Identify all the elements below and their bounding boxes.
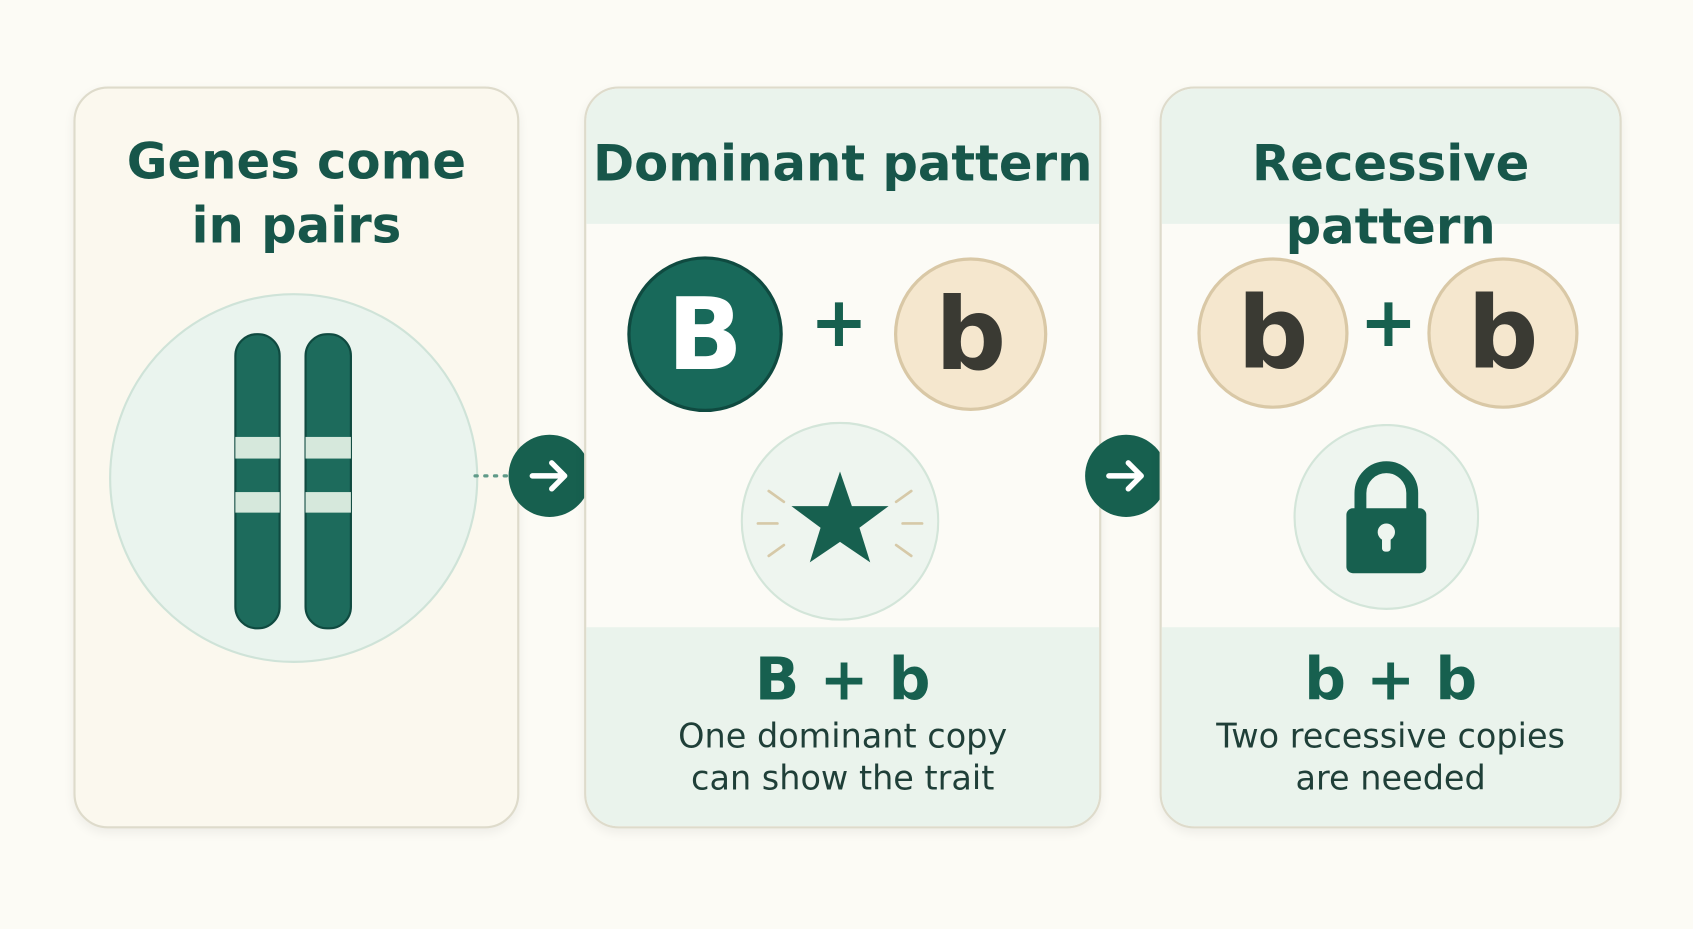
dominant-allele-B: B: [627, 256, 783, 413]
panel-genes-in-pairs: Genes come in pairs: [73, 86, 520, 829]
recessive-allele-b: b: [1427, 257, 1579, 409]
plus-sign: +: [1359, 283, 1418, 364]
lock-icon: [1293, 423, 1480, 610]
description-line2: are needed: [1295, 759, 1486, 799]
panel-title: Dominant pattern: [592, 134, 1093, 193]
genotype-combination: B + b: [754, 645, 931, 714]
arrow-right-icon: [508, 434, 591, 517]
star-icon: [740, 421, 940, 621]
panel-footer: [1161, 627, 1620, 827]
description-line1: Two recessive copies: [1216, 717, 1565, 756]
plus-sign: +: [809, 283, 868, 364]
recessive-allele-b: b: [1197, 257, 1349, 409]
panel-title-line1: Genes come: [126, 131, 467, 191]
arrow-right-icon: [1085, 434, 1168, 517]
description-line2: can show the trait: [691, 759, 995, 799]
panel-title-line2: in pairs: [191, 195, 402, 255]
panel-footer: [586, 627, 1100, 827]
panel-title: Recessive pattern: [1252, 134, 1530, 256]
panel-header: [586, 88, 1100, 224]
panel-dominant-pattern: Dominant pattern B + b B + b One dominan…: [584, 86, 1102, 829]
panel-header: [1161, 88, 1620, 224]
description-line1: One dominant copy: [678, 717, 1008, 756]
panel-recessive-pattern: Recessive pattern b + b b + b Two recess…: [1159, 86, 1622, 829]
recessive-allele-b: b: [893, 257, 1048, 411]
chromosome-pair-icon: [109, 293, 479, 663]
genotype-combination: b + b: [1304, 645, 1478, 714]
dotted-connector: [473, 474, 510, 478]
